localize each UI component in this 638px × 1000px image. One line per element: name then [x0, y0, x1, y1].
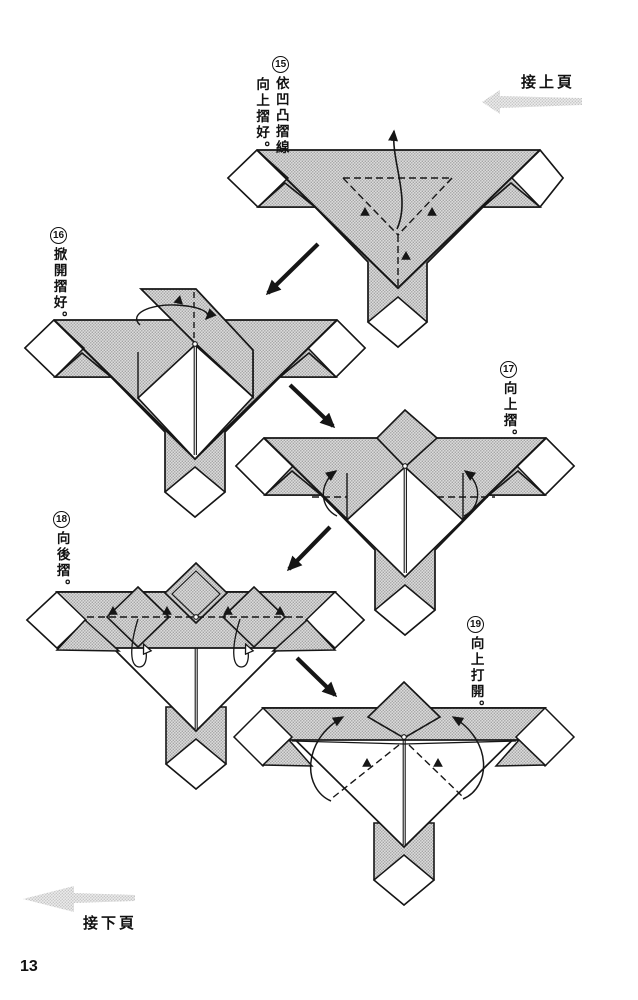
- prev-page-label: 接上頁: [521, 74, 576, 91]
- step-19-diagram: [232, 680, 576, 907]
- step-17-caption-line-1: 向上摺。: [501, 381, 517, 445]
- step-15-caption-col-2: 向上摺好。: [254, 56, 270, 157]
- step-17-caption: 17 向上摺。: [500, 361, 517, 445]
- step-15-caption-col-1: 15 依凹凸摺線: [272, 56, 290, 157]
- next-page-label: 接下頁: [83, 915, 138, 932]
- step-18-diagram: [25, 561, 366, 791]
- step-15-caption-line-1: 依凹凸摺線: [273, 76, 289, 156]
- step-15-caption: 15 依凹凸摺線 向上摺好。: [254, 56, 290, 157]
- step-19-caption: 19 向上打開。: [467, 616, 484, 716]
- transition-arrow-18-19: [295, 656, 338, 698]
- step-16-number-badge: 16: [50, 227, 67, 244]
- step-15-caption-line-2: 向上摺好。: [254, 77, 270, 157]
- page-number: 13: [20, 958, 38, 975]
- step-16-caption-line-1: 掀開摺好。: [51, 247, 67, 327]
- transition-arrow-17-18: [286, 525, 332, 572]
- prev-page-arrow-icon: [482, 90, 582, 114]
- next-page-arrow-icon: [23, 886, 135, 912]
- step-15-diagram: [226, 129, 565, 349]
- step-19-number-badge: 19: [467, 616, 484, 633]
- step-18-caption-line-1: 向後摺。: [54, 531, 70, 595]
- step-17-number-badge: 17: [500, 361, 517, 378]
- step-16-diagram: [23, 288, 367, 519]
- transition-arrow-16-17: [288, 383, 336, 429]
- step-19-caption-line-1: 向上打開。: [468, 636, 484, 716]
- step-16-caption: 16 掀開摺好。: [50, 227, 67, 327]
- transition-arrow-15-16: [265, 242, 320, 296]
- step-17-diagram: [234, 408, 576, 637]
- step-15-number-badge: 15: [272, 56, 290, 73]
- step-18-caption: 18 向後摺。: [53, 511, 70, 595]
- step-18-number-badge: 18: [53, 511, 70, 528]
